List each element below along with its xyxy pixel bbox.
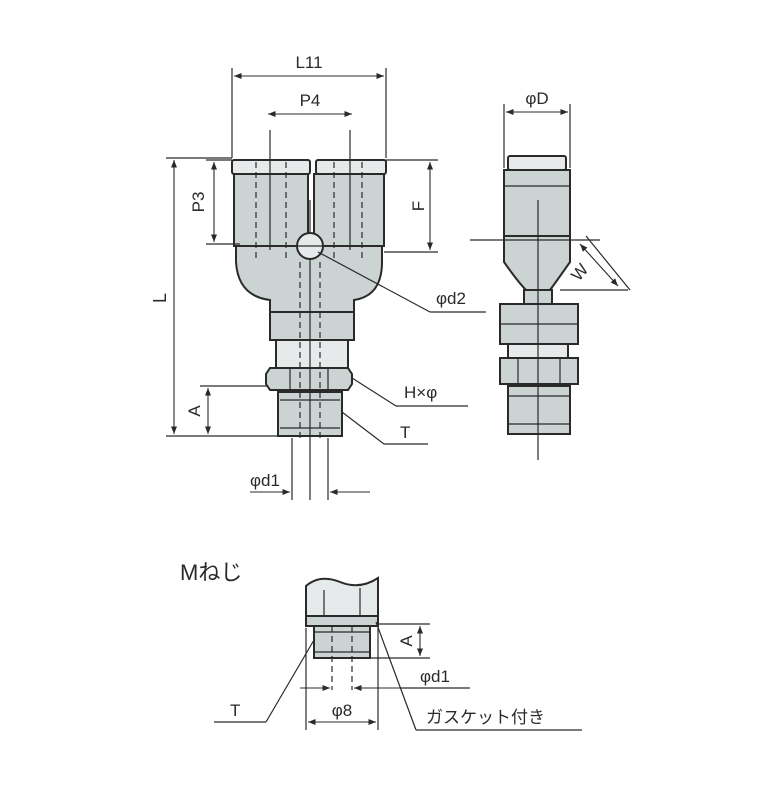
label-l11: L11 (295, 53, 322, 72)
dim-l11: L11 (231, 53, 387, 158)
dim-hex: H×φ (351, 377, 468, 407)
label-d1: φd1 (250, 471, 280, 490)
dim-od: φD (503, 89, 571, 168)
front-view (231, 130, 387, 500)
detail-body (305, 576, 379, 617)
hex-nut (265, 367, 353, 391)
detail-label-d1: φd1 (420, 667, 450, 686)
label-p4: P4 (300, 91, 321, 110)
dim-a: A (185, 385, 268, 434)
label-hex: H×φ (404, 383, 437, 402)
dim-t: T (341, 411, 428, 445)
label-od: φD (525, 89, 548, 108)
detail-dim-d8: φ8 (305, 628, 379, 730)
label-a: A (185, 405, 204, 417)
detail-label-gasket: ガスケット付き (426, 708, 545, 727)
side-collet (507, 155, 567, 171)
stem-neck (275, 339, 349, 369)
label-d2: φd2 (436, 289, 466, 308)
dim-f: F (384, 159, 438, 253)
side-hex (499, 357, 579, 385)
dim-d1: φd1 (250, 438, 370, 500)
detail-label-a: A (397, 635, 416, 647)
stem-collar (269, 311, 355, 341)
dim-l: L (150, 157, 278, 437)
left-collet (231, 159, 311, 175)
label-w: W (567, 260, 592, 285)
detail-dim-d1: φd1 (300, 667, 470, 692)
label-l: L (150, 293, 170, 303)
side-socket (503, 169, 571, 237)
side-body (503, 235, 571, 291)
dim-p4: P4 (268, 91, 352, 118)
detail-title: Mねじ (180, 560, 242, 585)
detail-label-d8: φ8 (332, 701, 352, 720)
side-view (499, 155, 579, 460)
label-f: F (409, 201, 428, 211)
detail-gasket (305, 615, 379, 627)
dim-d2: φd2 (317, 251, 486, 313)
detail-dim-a: A (370, 623, 430, 659)
left-socket (233, 173, 309, 247)
detail-thread (313, 625, 371, 659)
detail-gasket-leader: ガスケット付き (375, 621, 582, 731)
m-thread-detail: Mねじ (180, 560, 379, 690)
detail-label-t: T (230, 701, 240, 720)
right-collet (315, 159, 387, 175)
label-p3: P3 (189, 192, 208, 213)
right-socket (313, 173, 385, 247)
label-t: T (400, 423, 410, 442)
detail-dim-t: T (214, 639, 315, 723)
dim-p3: P3 (189, 159, 240, 245)
side-thread (507, 385, 571, 435)
